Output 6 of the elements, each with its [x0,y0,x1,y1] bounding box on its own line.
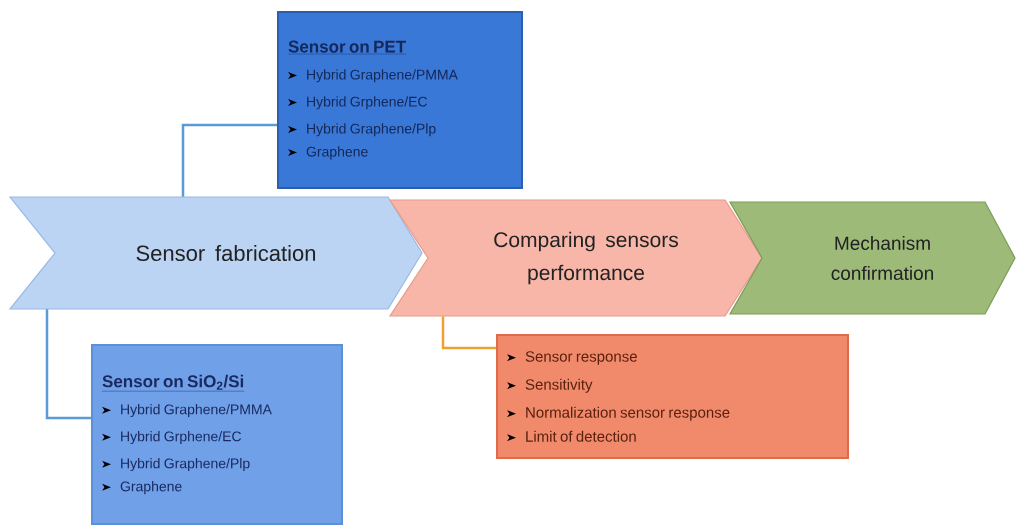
list-box: Sensor on SiO$_{2}$/Si Hybrid Graphene/PMMA Hybrid Grphene/EC Hybrid Graphene/Plp Graphene [91,344,343,525]
connector-line [441,316,496,350]
list-box: Sensor response Sensitivity Normalization sensor response Limit of detection [496,334,849,459]
connector-line [181,123,277,197]
list-box: Sensor on PET Hybrid Graphene/PMMA Hybrid Grphene/EC Hybrid Graphene/Plp Graphene [277,11,523,189]
connector-line [45,309,91,420]
